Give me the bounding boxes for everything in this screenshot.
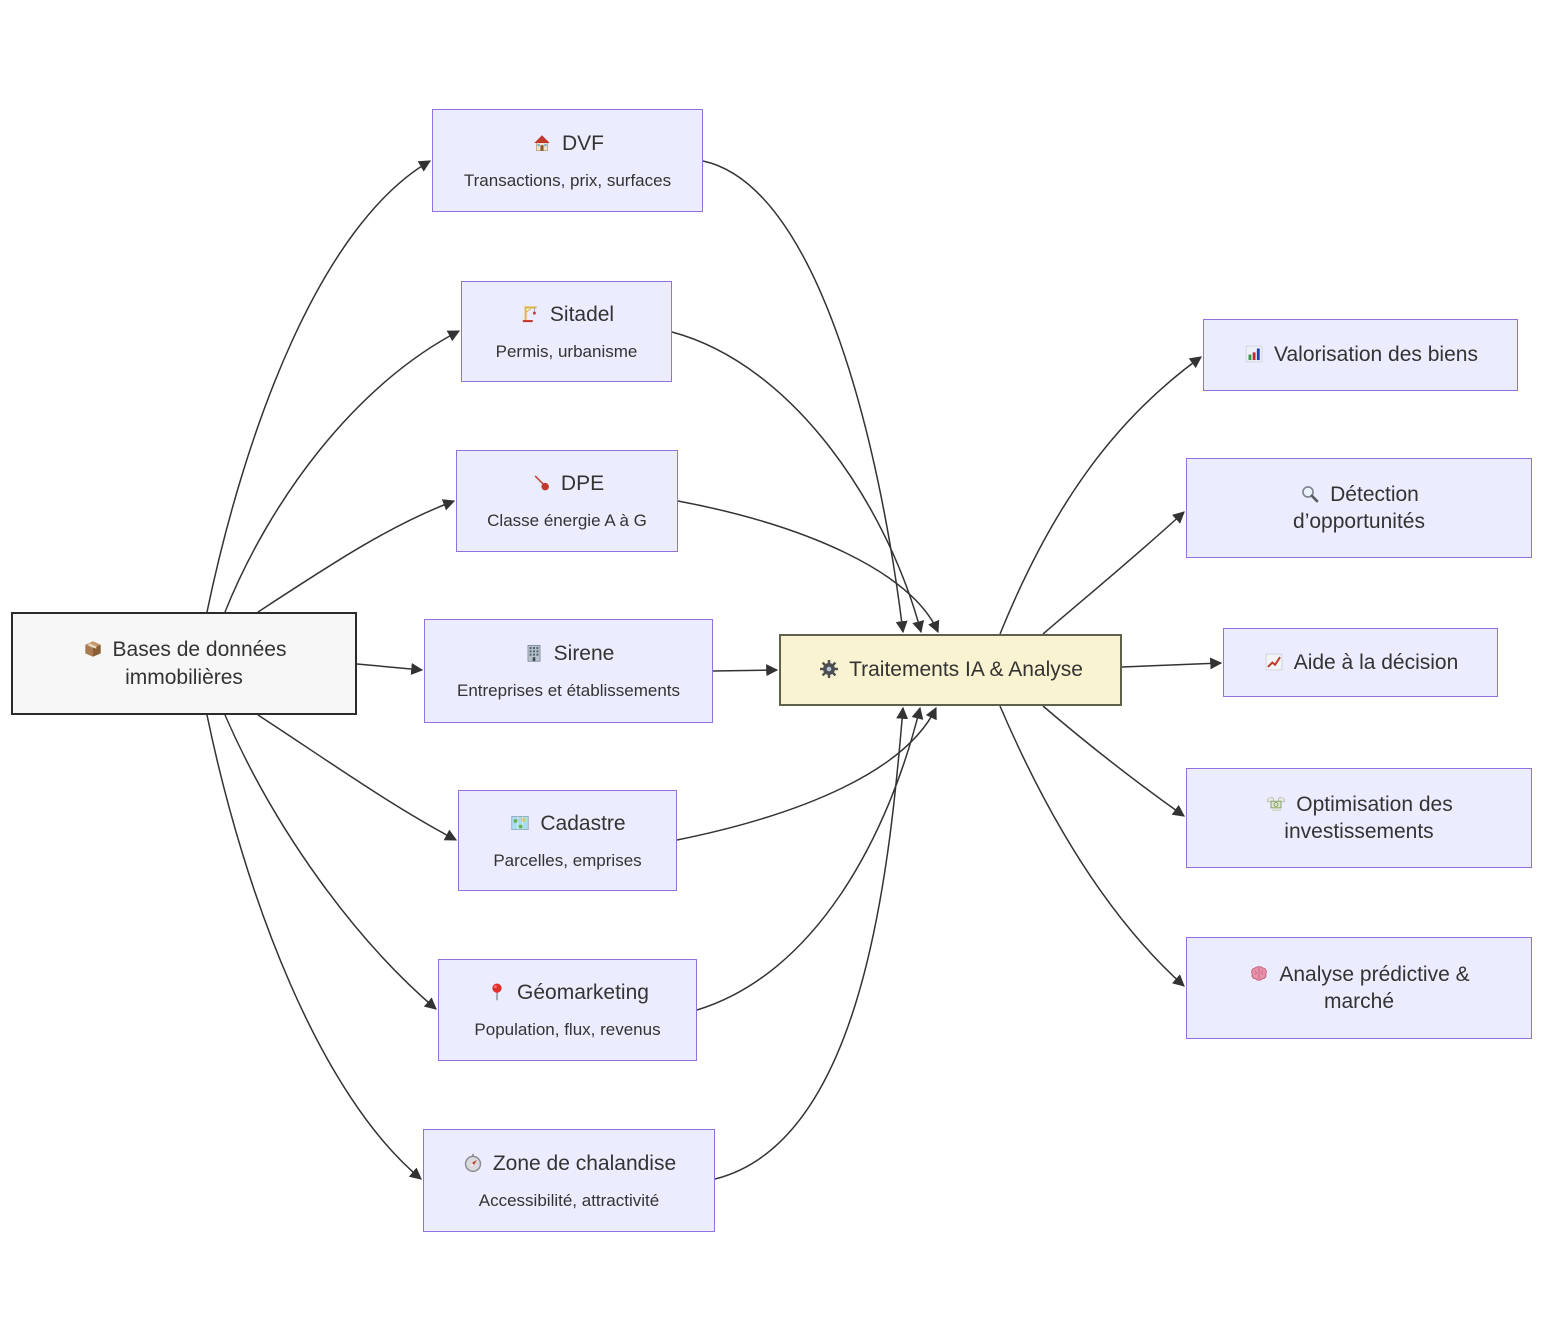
- node-subtitle: Transactions, prix, surfaces: [463, 170, 672, 190]
- edge-source-to-sirene: [356, 663, 424, 675]
- node-dpe: DPE Classe énergie A à G: [456, 450, 678, 552]
- node-subtitle: Classe énergie A à G: [487, 511, 647, 531]
- node-sitadel: Sitadel Permis, urbanisme: [461, 281, 672, 382]
- edge-source-to-sitadel: [224, 330, 461, 613]
- edge-processing-to-aide: [1121, 657, 1223, 670]
- node-title: DVF: [562, 131, 604, 155]
- edge-processing-to-analyse: [999, 705, 1185, 987]
- node-zone-de-chalandise: Zone de chalandise Accessibilité, attrac…: [423, 1129, 715, 1232]
- node-optimisation-investissements: Optimisation des investissements: [1186, 768, 1532, 868]
- edge-geomarketing-to-processing: [696, 706, 924, 1011]
- node-title: Valorisation des biens: [1274, 343, 1478, 367]
- edge-dpe-to-processing: [677, 500, 940, 634]
- compass-icon: [462, 1152, 484, 1174]
- node-subtitle: Parcelles, emprises: [493, 850, 642, 870]
- node-title: Sitadel: [549, 302, 615, 326]
- node-aide-decision: Aide à la décision: [1223, 628, 1498, 697]
- house-icon: [531, 132, 553, 154]
- node-title: Cadastre: [540, 811, 626, 835]
- node-title: Bases de données immobilières: [112, 638, 287, 689]
- edge-source-to-dvf: [206, 160, 432, 613]
- edge-cadastre-to-processing: [676, 706, 937, 841]
- node-title: Sirene: [553, 642, 615, 666]
- edge-processing-to-detection: [1042, 511, 1185, 635]
- edge-source-to-dpe: [257, 499, 456, 613]
- world-map-icon: [509, 812, 531, 834]
- crane-icon: [519, 303, 541, 325]
- node-title: Traitements IA & Analyse: [849, 658, 1083, 682]
- bar-chart-icon: [1243, 343, 1265, 365]
- edge-processing-to-valorisation: [999, 356, 1202, 635]
- edge-dvf-to-processing: [702, 160, 908, 634]
- money-wings-icon: [1265, 793, 1287, 815]
- node-bases-de-donnees: Bases de données immobilières: [11, 612, 357, 715]
- node-subtitle: Population, flux, revenus: [474, 1020, 661, 1040]
- node-title: Aide à la décision: [1293, 650, 1459, 674]
- edge-processing-to-optimisation: [1042, 705, 1185, 817]
- node-title: DPE: [560, 472, 605, 496]
- brain-icon: [1248, 963, 1270, 985]
- node-sirene: Sirene Entreprises et établissements: [424, 619, 713, 723]
- node-title: Géomarketing: [517, 981, 649, 1005]
- office-building-icon: [523, 642, 545, 664]
- magnifier-icon: [1299, 483, 1321, 505]
- edge-source-to-cadastre: [257, 714, 458, 841]
- chart-increasing-icon: [1263, 651, 1285, 673]
- edge-sitadel-to-processing: [671, 331, 925, 634]
- node-valorisation: Valorisation des biens: [1203, 319, 1518, 391]
- node-title: Zone de chalandise: [492, 1151, 677, 1175]
- pushpin-icon: [486, 981, 508, 1003]
- node-subtitle: Entreprises et établissements: [457, 681, 680, 701]
- node-cadastre: Cadastre Parcelles, emprises: [458, 790, 677, 891]
- node-geomarketing: Géomarketing Population, flux, revenus: [438, 959, 697, 1061]
- node-analyse-predictive: Analyse prédictive & marché: [1186, 937, 1532, 1039]
- edge-zone-to-processing: [714, 706, 909, 1180]
- node-subtitle: Accessibilité, attractivité: [478, 1190, 660, 1210]
- node-title: Optimisation des investissements: [1284, 792, 1453, 843]
- thermometer-icon: [530, 472, 552, 494]
- edge-sirene-to-processing: [712, 664, 779, 677]
- node-subtitle: Permis, urbanisme: [495, 341, 638, 361]
- node-traitements-ia: Traitements IA & Analyse: [779, 634, 1122, 706]
- gear-icon: [818, 658, 840, 680]
- package-icon: [82, 638, 104, 660]
- edge-source-to-geomarketing: [224, 714, 437, 1010]
- node-title: Analyse prédictive & marché: [1279, 962, 1470, 1013]
- node-title: Détection d’opportunités: [1293, 482, 1425, 533]
- node-dvf: DVF Transactions, prix, surfaces: [432, 109, 703, 212]
- edge-source-to-zone: [206, 714, 422, 1180]
- node-detection-opportunites: Détection d’opportunités: [1186, 458, 1532, 558]
